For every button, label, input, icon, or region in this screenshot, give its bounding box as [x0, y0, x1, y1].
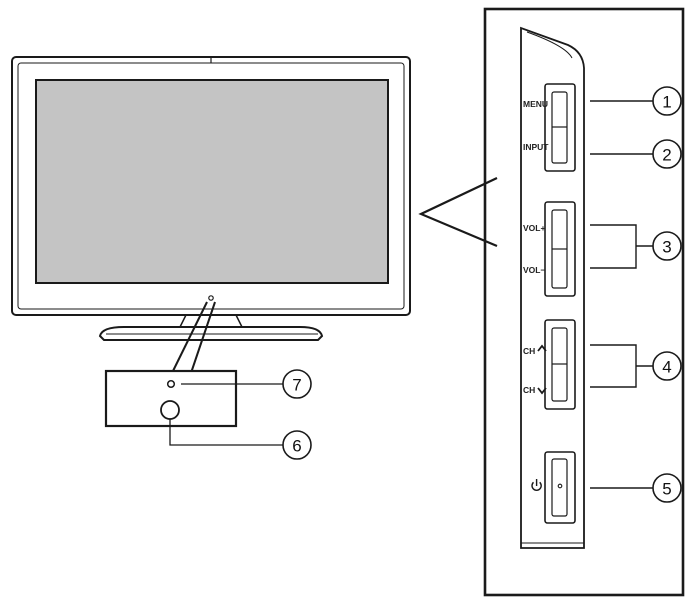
callout-5-number: 5: [662, 480, 671, 499]
volume-down-label: VOL−: [523, 265, 545, 275]
tv-side-outline: [520, 26, 585, 549]
tv-screen: [35, 79, 389, 284]
side-panel-frame: [483, 7, 685, 597]
callout-5: 5: [652, 473, 682, 503]
callout-3: 3: [652, 231, 682, 261]
callout-2-number: 2: [662, 146, 671, 165]
leader-4: [590, 344, 653, 388]
callout-2: 2: [652, 139, 682, 169]
channel-down-label: CH: [523, 385, 535, 395]
callout-7: 7: [282, 369, 312, 399]
volume-up-label: VOL+: [523, 223, 545, 233]
arrow-down-icon: [537, 387, 547, 395]
callout-7-number: 7: [292, 376, 301, 395]
tv-stand-neck: [179, 314, 243, 328]
power-icon: [531, 479, 542, 491]
callout-1: 1: [652, 86, 682, 116]
callout-1-number: 1: [662, 93, 671, 112]
menu-input-rocker[interactable]: [544, 83, 576, 172]
leader-3: [590, 224, 653, 269]
side-panel-pointer: [418, 177, 498, 248]
callout-6: 6: [282, 430, 312, 460]
side-leaders: [590, 100, 653, 489]
menu-button-label: MENU: [523, 99, 548, 109]
arrow-up-icon: [537, 344, 547, 352]
channel-up-label: CH: [523, 346, 535, 356]
callout-6-number: 6: [292, 437, 301, 456]
front-zoom-lines: [171, 301, 216, 374]
tv-set: [11, 56, 411, 341]
callout-4-number: 4: [662, 358, 671, 377]
leader-6: [169, 419, 283, 446]
front-led-dot: [208, 295, 214, 301]
volume-rocker[interactable]: [544, 201, 576, 297]
front-detail-frame: [104, 369, 238, 428]
power-button[interactable]: [544, 451, 576, 524]
callout-4: 4: [652, 351, 682, 381]
tv-side-profile: [520, 26, 585, 549]
power-indicator-led: [166, 379, 176, 389]
channel-rocker[interactable]: [544, 319, 576, 410]
front-detail-box: [104, 369, 283, 446]
callout-3-number: 3: [662, 238, 671, 257]
input-button-label: INPUT: [523, 142, 549, 152]
